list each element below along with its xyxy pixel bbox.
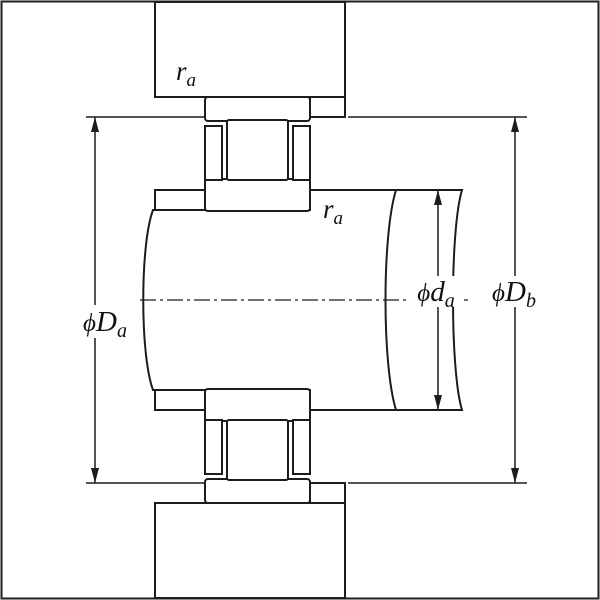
label-mask-Da [76, 305, 134, 338]
extension-lines [86, 116, 527, 484]
dim-label-Da: ϕDa [83, 306, 127, 342]
label-mask-ra-shaft [318, 194, 350, 223]
roller-top [226, 119, 289, 181]
arrow-up-icon [91, 117, 99, 132]
dimension-Db: ϕDb [487, 117, 543, 483]
inner-ring-flange-right-bottom [292, 419, 311, 475]
dimension-da: ϕda [410, 190, 462, 410]
arrow-down-icon [434, 395, 442, 410]
inner-ring-flange-left-bottom [204, 419, 223, 475]
arrow-down-icon [91, 468, 99, 483]
inner-ring-flange-right-top [292, 125, 311, 181]
arrow-up-icon [434, 190, 442, 205]
dim-label-Db: ϕDb [492, 276, 536, 312]
roller-bottom [226, 419, 289, 481]
ra-label-shaft: ra [323, 194, 343, 229]
outer-ring-top [204, 96, 311, 122]
dimension-Da: ϕDa [76, 117, 134, 483]
arrow-down-icon [511, 468, 519, 483]
bearing-bottom-half [204, 388, 311, 504]
arrow-up-icon [511, 117, 519, 132]
outer-ring-bottom [204, 478, 311, 504]
dim-label-da: ϕda [417, 276, 454, 312]
inner-ring-flange-left-top [204, 125, 223, 181]
inner-ring-top [204, 178, 311, 212]
bearing-top-half [204, 96, 311, 212]
inner-ring-bottom [204, 388, 311, 422]
ra-label-top: ra [176, 56, 196, 91]
label-mask-Db [487, 276, 543, 307]
fillet-labels: ra ra [170, 54, 350, 229]
label-mask-ra-top [170, 54, 204, 85]
label-mask-da [410, 276, 462, 307]
